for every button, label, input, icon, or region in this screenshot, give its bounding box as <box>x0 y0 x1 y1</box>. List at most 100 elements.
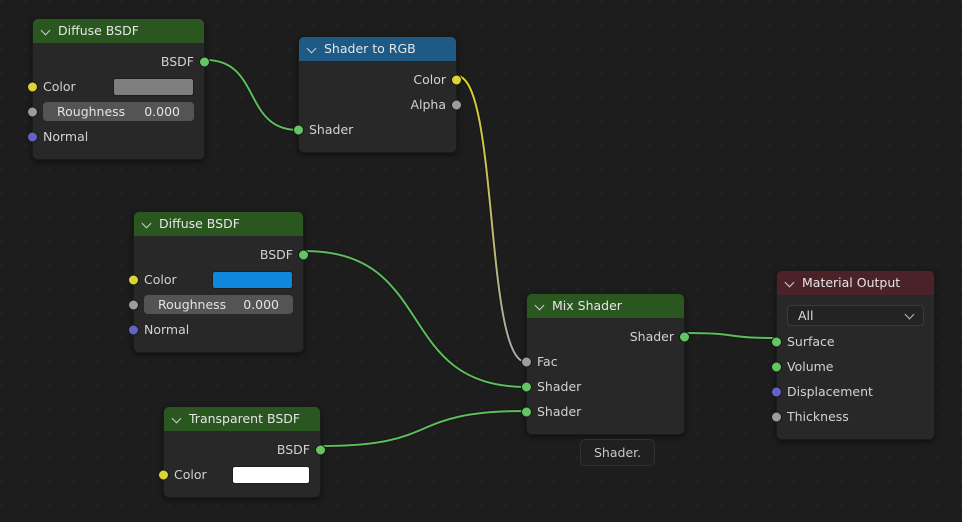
output-target-dropdown-row[interactable]: All <box>777 301 934 329</box>
link-transparent-to-mix-shader2[interactable] <box>321 410 527 447</box>
dropdown-value: All <box>798 307 814 323</box>
input-row-color[interactable]: Color <box>27 74 204 99</box>
input-row-roughness[interactable]: Roughness 0.000 <box>128 292 303 317</box>
input-label: Normal <box>43 129 89 144</box>
input-label: Displacement <box>787 384 873 399</box>
socket-out-bsdf[interactable] <box>199 56 210 67</box>
input-row-color[interactable]: Color <box>128 267 303 292</box>
socket-in-volume[interactable] <box>771 361 782 372</box>
node-header-material-output[interactable]: Material Output <box>777 271 934 295</box>
input-row-shader[interactable]: Shader <box>521 399 684 424</box>
input-row-shader[interactable]: Shader <box>521 374 684 399</box>
socket-in-color[interactable] <box>158 469 169 480</box>
output-socket-row-bsdf[interactable]: BSDF <box>164 437 326 462</box>
socket-out-alpha[interactable] <box>451 99 462 110</box>
output-socket-row-color[interactable]: Color <box>299 67 462 92</box>
node-header-diffuse-bsdf-1[interactable]: Diffuse BSDF <box>33 19 204 43</box>
output-target-dropdown[interactable]: All <box>787 304 924 326</box>
socket-in-roughness[interactable] <box>128 299 139 310</box>
roughness-label: Roughness <box>57 104 126 119</box>
input-label: Surface <box>787 334 835 349</box>
color-swatch[interactable] <box>232 465 310 484</box>
socket-out-bsdf[interactable] <box>315 444 326 455</box>
input-row-normal[interactable]: Normal <box>128 317 303 342</box>
socket-in-color[interactable] <box>128 274 139 285</box>
output-label: BSDF <box>160 54 194 69</box>
socket-in-shader[interactable] <box>293 124 304 135</box>
node-title: Diffuse BSDF <box>58 23 139 38</box>
roughness-value: 0.000 <box>243 297 279 312</box>
socket-in-shader[interactable] <box>521 406 532 417</box>
socket-in-thickness[interactable] <box>771 411 782 422</box>
chevron-down-icon[interactable] <box>41 26 51 36</box>
roughness-slider[interactable]: Roughness 0.000 <box>144 295 293 314</box>
output-label: BSDF <box>276 442 310 457</box>
input-label: Thickness <box>787 409 849 424</box>
socket-out-shader[interactable] <box>679 331 690 342</box>
socket-in-roughness[interactable] <box>27 106 38 117</box>
output-socket-row-bsdf[interactable]: BSDF <box>134 242 309 267</box>
output-label: Color <box>413 72 446 87</box>
socket-in-fac[interactable] <box>521 356 532 367</box>
input-label: Volume <box>787 359 834 374</box>
chevron-down-icon[interactable] <box>785 278 795 288</box>
color-swatch[interactable] <box>212 270 293 289</box>
link-mix-to-material-output[interactable] <box>685 332 778 339</box>
color-swatch[interactable] <box>113 77 194 96</box>
roughness-label: Roughness <box>158 297 227 312</box>
input-row-volume[interactable]: Volume <box>771 354 934 379</box>
node-title: Diffuse BSDF <box>159 216 240 231</box>
node-header-shader-to-rgb[interactable]: Shader to RGB <box>299 37 456 61</box>
chevron-down-icon[interactable] <box>172 414 182 424</box>
chevron-down-icon[interactable] <box>535 301 545 311</box>
socket-in-shader[interactable] <box>521 381 532 392</box>
socket-in-color[interactable] <box>27 81 38 92</box>
socket-in-surface[interactable] <box>771 336 782 347</box>
output-socket-row-bsdf[interactable]: BSDF <box>33 49 210 74</box>
input-row-thickness[interactable]: Thickness <box>771 404 934 429</box>
chevron-down-icon[interactable] <box>307 44 317 54</box>
socket-out-bsdf[interactable] <box>298 249 309 260</box>
input-label: Normal <box>144 322 190 337</box>
socket-in-normal[interactable] <box>128 324 139 335</box>
node-title: Mix Shader <box>552 298 622 313</box>
node-link-shadow <box>685 331 778 340</box>
link-shadertorgb-color-to-mix-fac[interactable] <box>456 75 527 363</box>
socket-in-normal[interactable] <box>27 131 38 142</box>
input-row-fac[interactable]: Fac <box>521 349 684 374</box>
link-diffuse2-to-mix-shader1[interactable] <box>304 250 527 388</box>
socket-out-color[interactable] <box>451 74 462 85</box>
input-row-surface[interactable]: Surface <box>771 329 934 354</box>
output-label: BSDF <box>259 247 293 262</box>
input-row-normal[interactable]: Normal <box>27 124 204 149</box>
node-header-mix-shader[interactable]: Mix Shader <box>527 294 684 318</box>
chevron-down-icon[interactable] <box>142 219 152 229</box>
input-label-color: Color <box>144 272 177 287</box>
node-header-diffuse-bsdf-2[interactable]: Diffuse BSDF <box>134 212 303 236</box>
input-row-shader[interactable]: Shader <box>293 117 456 142</box>
node-header-transparent-bsdf[interactable]: Transparent BSDF <box>164 407 320 431</box>
output-socket-row-shader[interactable]: Shader <box>527 324 690 349</box>
input-label: Shader <box>309 122 354 137</box>
node-title: Transparent BSDF <box>189 411 301 426</box>
socket-in-displacement[interactable] <box>771 386 782 397</box>
input-row-color[interactable]: Color <box>158 462 320 487</box>
node-link-shadow <box>304 249 527 389</box>
input-row-displacement[interactable]: Displacement <box>771 379 934 404</box>
link-diffuse1-to-shadertorgb[interactable] <box>205 59 299 131</box>
node-body-transparent-bsdf: BSDF Color <box>158 431 326 497</box>
input-label: Shader <box>537 379 582 394</box>
chevron-down-icon[interactable] <box>905 310 915 320</box>
output-socket-row-alpha[interactable]: Alpha <box>299 92 462 117</box>
node-transparent-bsdf[interactable]: Transparent BSDF BSDF Color <box>158 406 326 498</box>
node-link-shadow <box>205 58 299 132</box>
